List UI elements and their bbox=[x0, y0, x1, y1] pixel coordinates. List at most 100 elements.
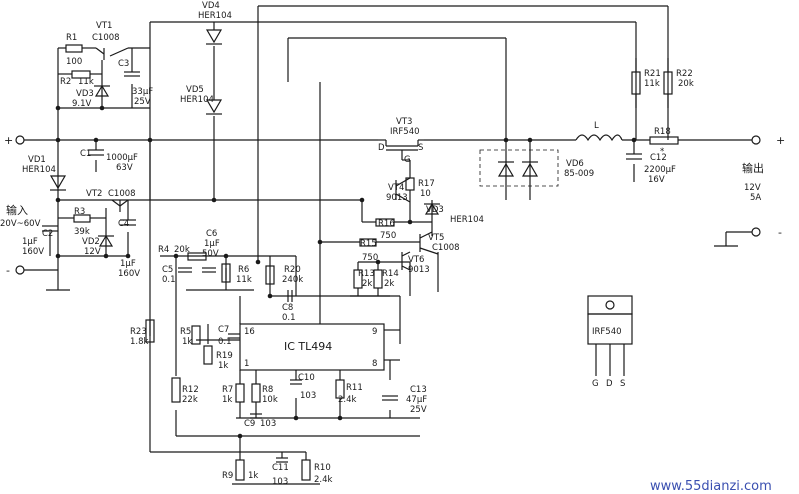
capacitors bbox=[42, 71, 642, 463]
output-plus-terminal bbox=[751, 135, 761, 145]
vd3-her104 bbox=[424, 202, 440, 215]
value-vd3-b: HER104 bbox=[450, 215, 484, 225]
value-vt1: C1008 bbox=[92, 33, 120, 43]
label-vd4: VD4 bbox=[202, 1, 220, 11]
input-plus-terminal bbox=[15, 135, 25, 145]
value-c2-cap: 1μF bbox=[22, 237, 38, 247]
value-c6-volt: 50V bbox=[202, 249, 219, 259]
vd6-diode-a bbox=[497, 162, 515, 177]
r4 bbox=[187, 252, 207, 261]
input-range: 20V~60V bbox=[0, 219, 41, 229]
label-vt4: VT4 bbox=[388, 183, 404, 193]
label-c13: C13 bbox=[410, 385, 427, 395]
terminals bbox=[15, 135, 761, 275]
value-c3-cap: 33μF bbox=[132, 87, 153, 97]
input-label: 输入 bbox=[6, 203, 28, 217]
irf540-package bbox=[587, 295, 633, 376]
watermark: www.55dianzi.com bbox=[650, 479, 772, 494]
value-r12: 22k bbox=[182, 395, 198, 405]
label-r21: R21 bbox=[644, 69, 661, 79]
value-c5: 0.1 bbox=[162, 275, 176, 285]
label-vt6: VT6 bbox=[408, 255, 424, 265]
label-c3: C3 bbox=[118, 59, 129, 69]
output-label: 输出 bbox=[742, 161, 764, 175]
label-vd3-b: VD3 bbox=[426, 205, 444, 215]
transistors bbox=[95, 47, 439, 271]
value-r10: 2.4k bbox=[314, 475, 333, 485]
r2 bbox=[71, 70, 91, 79]
r22 bbox=[663, 71, 673, 95]
label-r15: R15 bbox=[360, 239, 377, 249]
vd6-diode-b bbox=[521, 162, 539, 177]
value-c13-cap: 47μF bbox=[406, 395, 427, 405]
r3 bbox=[73, 214, 91, 223]
pin-9: 9 bbox=[372, 327, 377, 337]
pin-8: 8 bbox=[372, 359, 377, 369]
label-r11: R11 bbox=[346, 383, 363, 393]
output-current: 5A bbox=[750, 193, 761, 203]
label-c5: C5 bbox=[162, 265, 173, 275]
r1 bbox=[65, 44, 83, 53]
package-pin-s: S bbox=[620, 379, 625, 389]
value-r14: 2k bbox=[384, 279, 394, 289]
label-r18-star: * bbox=[660, 147, 664, 157]
label-vt2: VT2 bbox=[86, 189, 102, 199]
vd1 bbox=[49, 175, 67, 190]
r9 bbox=[235, 459, 245, 481]
label-vd5: VD5 bbox=[186, 85, 204, 95]
output-minus-sign: - bbox=[778, 226, 782, 239]
value-r4: 20k bbox=[174, 245, 190, 255]
value-c7: 0.1 bbox=[218, 337, 232, 347]
value-r7: 1k bbox=[222, 395, 232, 405]
r21 bbox=[631, 71, 641, 95]
value-vd2: 12V bbox=[84, 247, 101, 257]
value-vt3: IRF540 bbox=[390, 127, 420, 137]
label-vd3: VD3 bbox=[76, 89, 94, 99]
value-vd6: 85-009 bbox=[564, 169, 594, 179]
value-vd4: HER104 bbox=[198, 11, 232, 21]
value-r1: 100 bbox=[66, 57, 82, 67]
label-c6: C6 bbox=[206, 229, 217, 239]
pin-16: 16 bbox=[244, 327, 255, 337]
r16 bbox=[375, 218, 395, 227]
vd6-dashed-box bbox=[479, 149, 559, 187]
value-vd1: HER104 bbox=[22, 165, 56, 175]
label-c8: C8 bbox=[282, 303, 293, 313]
label-r7: R7 bbox=[222, 385, 233, 395]
label-r4: R4 bbox=[158, 245, 169, 255]
value-r19: 1k bbox=[218, 361, 228, 371]
r23 bbox=[145, 319, 155, 343]
r20 bbox=[265, 265, 275, 285]
junctions bbox=[55, 105, 637, 439]
value-r2: 11k bbox=[78, 77, 94, 87]
label-c7: C7 bbox=[218, 325, 229, 335]
r12 bbox=[171, 377, 181, 403]
r14 bbox=[373, 269, 383, 289]
value-c8: 0.1 bbox=[282, 313, 296, 323]
ic-tl494 bbox=[239, 323, 385, 371]
input-plus-sign: + bbox=[4, 134, 13, 147]
r7 bbox=[235, 383, 245, 403]
pin-1: 1 bbox=[244, 359, 249, 369]
value-r17: 10 bbox=[420, 189, 431, 199]
package-pin-d: D bbox=[606, 379, 613, 389]
label-r22: R22 bbox=[676, 69, 693, 79]
resistors bbox=[65, 44, 679, 481]
value-r21: 11k bbox=[644, 79, 660, 89]
vd2-zener bbox=[98, 234, 114, 247]
value-vt5: C1008 bbox=[432, 243, 460, 253]
label-r3: R3 bbox=[74, 207, 85, 217]
value-c12-cap: 2200μF bbox=[644, 165, 676, 175]
vd3-zener bbox=[94, 84, 110, 97]
value-c4-cap: 1μF bbox=[120, 259, 136, 269]
value-c1-cap: 1000μF bbox=[106, 153, 138, 163]
package-tab bbox=[587, 295, 633, 315]
label-r19: R19 bbox=[216, 351, 233, 361]
label-r17: R17 bbox=[418, 179, 435, 189]
r13 bbox=[353, 269, 363, 289]
value-r22: 20k bbox=[678, 79, 694, 89]
label-c11: C11 bbox=[272, 463, 289, 473]
label-r1: R1 bbox=[66, 33, 77, 43]
value-c12-volt: 16V bbox=[648, 175, 665, 185]
